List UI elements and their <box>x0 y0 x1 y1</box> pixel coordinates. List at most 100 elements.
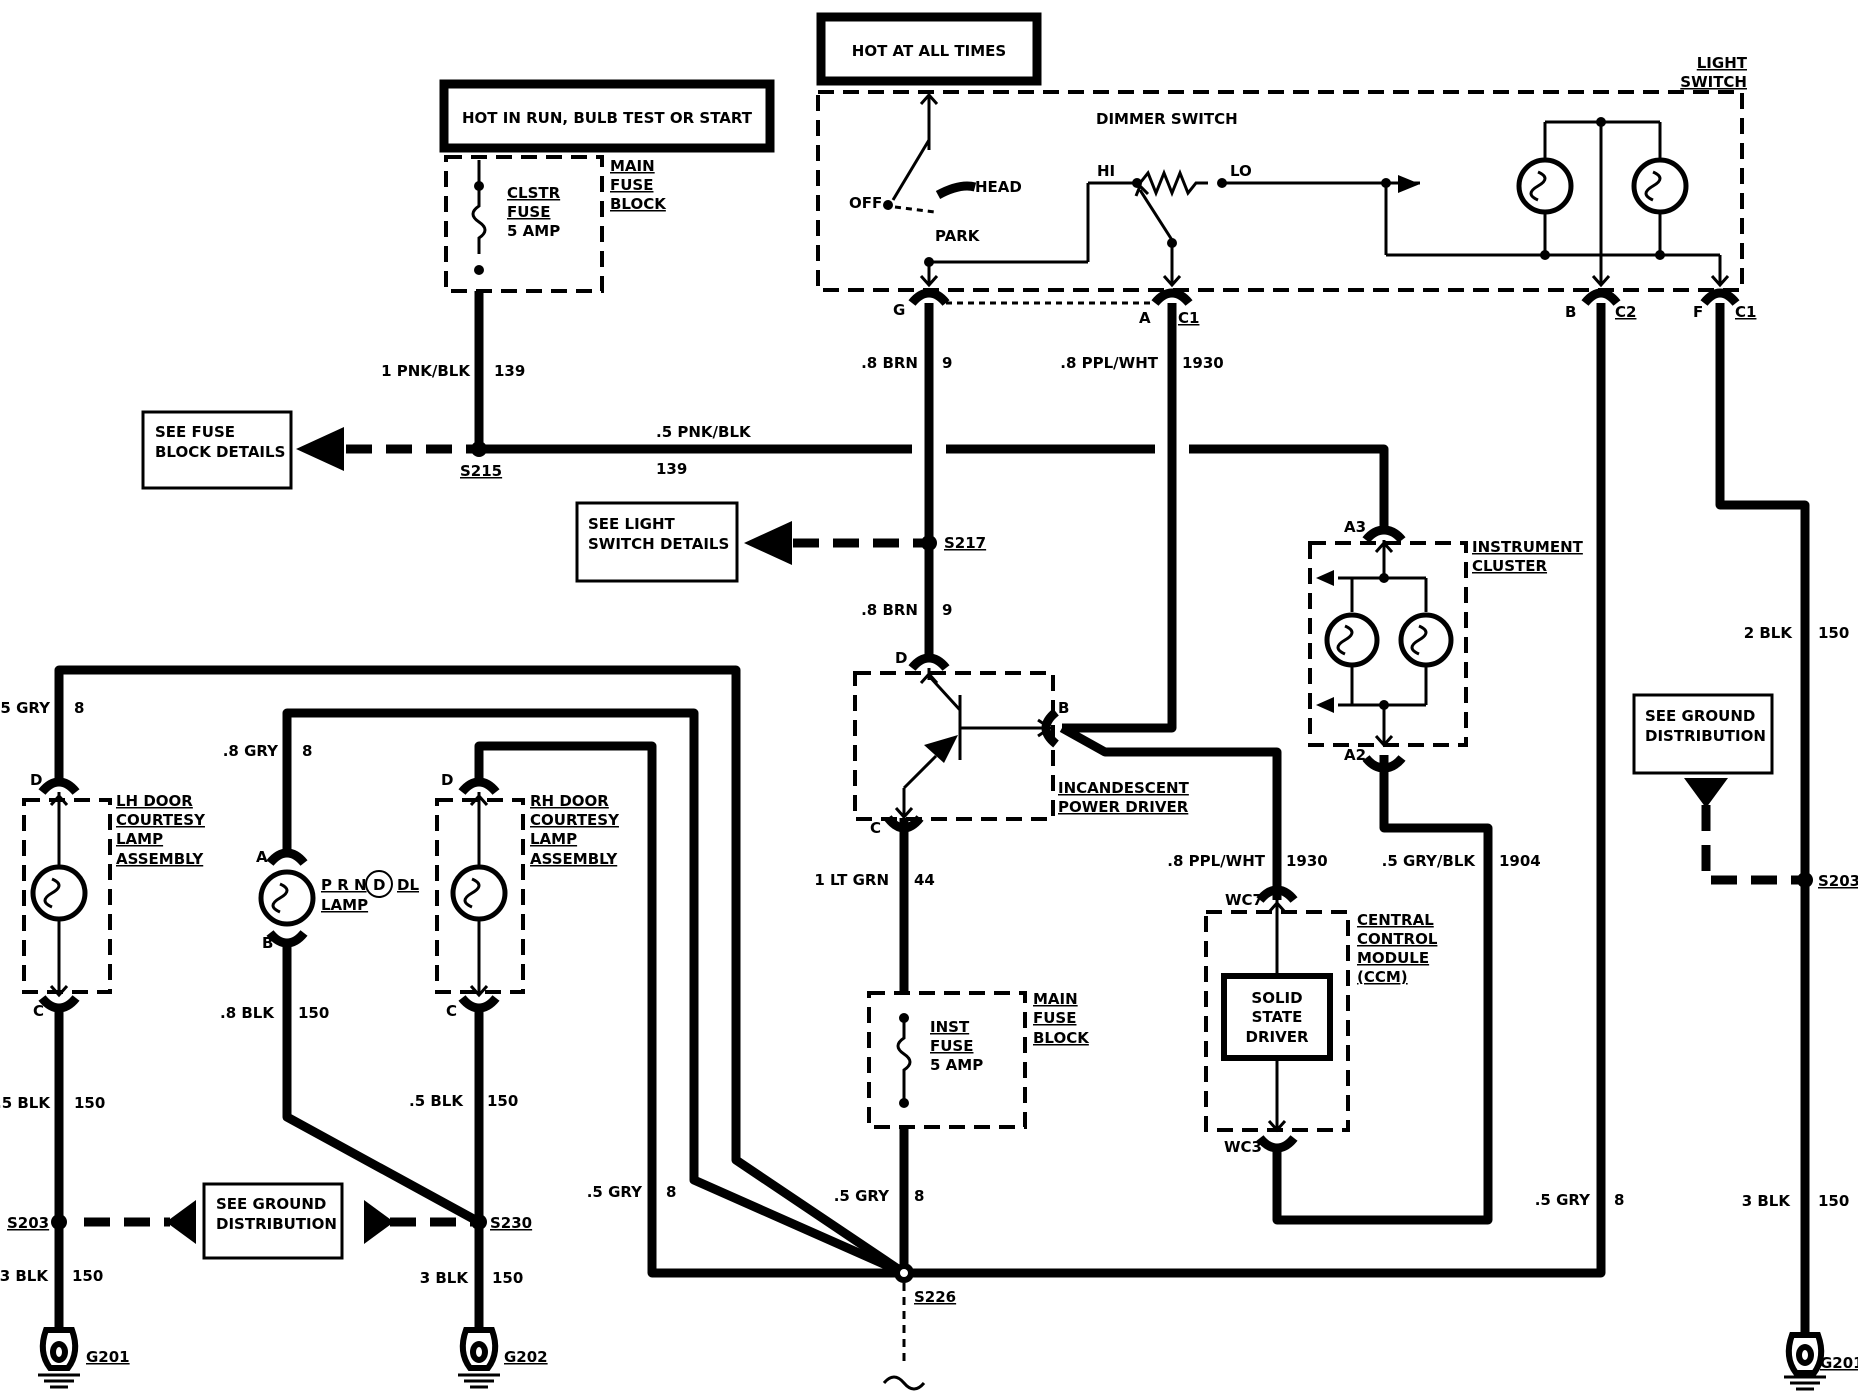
prnd-label-2: LAMP <box>321 896 368 914</box>
lh-label-3: LAMP <box>116 830 163 848</box>
rh-label-1: RH DOOR <box>530 792 609 810</box>
ssd-label-3: DRIVER <box>1246 1028 1309 1046</box>
ground-g201-left-icon <box>38 1310 80 1389</box>
ic-label-1: INSTRUMENT <box>1472 538 1584 556</box>
inst-fuse-icon <box>896 1013 912 1108</box>
wires <box>54 291 1810 1335</box>
wire-150c-label: 150 <box>74 1094 105 1112</box>
hot-in-run-box <box>439 79 775 153</box>
ground-g201-right-icon <box>1784 1332 1826 1391</box>
wire-1930b-label: 1930 <box>1286 852 1328 870</box>
inst-fuse-block <box>867 991 1027 1129</box>
wire-8brn-2-label: .8 BRN <box>861 601 918 619</box>
light-switch-label-2: SWITCH <box>1680 73 1747 91</box>
see-ls-label-2: SWITCH DETAILS <box>588 535 729 553</box>
wire-8-1-label: 8 <box>74 699 84 717</box>
lh-door-lamp-outline <box>22 798 112 994</box>
g202-label: G202 <box>504 1348 548 1366</box>
lh-d-label: D <box>30 771 42 789</box>
see-light-switch-box <box>575 501 739 583</box>
light-switch-connectors <box>908 288 1740 306</box>
ipd-label-2: POWER DRIVER <box>1058 798 1189 816</box>
wire-44-label: 44 <box>914 871 935 889</box>
see-ground-dist-box-right <box>1632 693 1774 775</box>
rh-c-label: C <box>446 1002 457 1020</box>
wire-8-2-label: 8 <box>302 742 312 760</box>
wire-9b-label: 9 <box>942 601 952 619</box>
wire-5gry-1-label: .5 GRY <box>0 699 51 717</box>
hot-in-run-label: HOT IN RUN, BULB TEST OR START <box>462 109 753 127</box>
wire-8-5-label: 8 <box>1614 1191 1624 1209</box>
lh-label-4: ASSEMBLY <box>116 850 204 868</box>
see-gd-label-1: SEE GROUND <box>1645 707 1755 725</box>
lh-door-bulb <box>30 777 88 1013</box>
s217-label: S217 <box>944 534 986 552</box>
connector-c2-label: C2 <box>1615 303 1636 321</box>
wire-5blk-1-label: .5 BLK <box>0 1094 51 1112</box>
main-fuse2-label-3: BLOCK <box>1033 1029 1090 1047</box>
dashed-references <box>84 427 1805 1244</box>
wire-5blk-2-label: .5 BLK <box>409 1092 464 1110</box>
see-fuse-block-box <box>141 410 293 490</box>
main-fuse-label-1: MAIN <box>610 157 655 175</box>
s226-label: S226 <box>914 1288 956 1306</box>
prnd-label-1: P R N <box>321 876 367 894</box>
wire-2blk-label: 2 BLK <box>1744 624 1794 642</box>
hot-at-all-times-box <box>816 12 1042 86</box>
inst-label-3: 5 AMP <box>930 1056 983 1074</box>
wire-150g-label: 150 <box>1818 1192 1849 1210</box>
see-gd2-label-1: SEE GROUND <box>216 1195 326 1213</box>
wire-150f-label: 150 <box>492 1269 523 1287</box>
rh-d-label: D <box>441 771 453 789</box>
wire-150a-label: 150 <box>1818 624 1849 642</box>
ssd-label-1: SOLID <box>1251 989 1302 1007</box>
wire-3blk-3-label: 3 BLK <box>1742 1192 1792 1210</box>
transistor-c-label: C <box>870 819 881 837</box>
wire-8pplwht-1-label: .8 PPL/WHT <box>1060 354 1158 372</box>
main-fuse-label-3: BLOCK <box>610 195 667 213</box>
hot-at-all-times-label: HOT AT ALL TIMES <box>852 42 1006 60</box>
s230-splice <box>471 1214 487 1230</box>
wire-5gry-3-label: .5 GRY <box>834 1187 890 1205</box>
transistor-b-label: B <box>1058 699 1069 717</box>
headlamp-switch-contacts <box>883 92 1730 288</box>
wire-8-3-label: 8 <box>666 1183 676 1201</box>
inst-label-2: FUSE <box>930 1037 973 1055</box>
s203-right-splice <box>1797 872 1813 888</box>
wire-1904-label: 1904 <box>1499 852 1541 870</box>
wire-5pnkblk-label: .5 PNK/BLK <box>656 423 752 441</box>
s203-right-label: S203 <box>1818 872 1858 890</box>
rh-label-4: ASSEMBLY <box>530 850 618 868</box>
a2-label: A2 <box>1344 746 1366 764</box>
wire-1ltgrn-label: 1 LT GRN <box>814 871 889 889</box>
s230-label: S230 <box>490 1214 532 1232</box>
main-fuse2-label-1: MAIN <box>1033 990 1078 1008</box>
wc7-label: WC7 <box>1225 891 1263 909</box>
wire-139a-label: 139 <box>494 362 525 380</box>
ccm-label-2: CONTROL <box>1357 930 1438 948</box>
instrument-cluster-bulbs <box>1316 525 1454 773</box>
see-ground-dist-box-left <box>202 1182 344 1260</box>
ccm-internals <box>1221 885 1333 1153</box>
s203-left-label: S203 <box>7 1214 49 1232</box>
connector-f-label: F <box>1693 303 1703 321</box>
dimmer-switch-label: DIMMER SWITCH <box>1096 110 1238 128</box>
prnd-b-label: B <box>262 934 273 952</box>
wc3-label: WC3 <box>1224 1138 1262 1156</box>
wire-5gryblk-label: .5 GRY/BLK <box>1382 852 1477 870</box>
wire-5gry-2-label: .5 GRY <box>587 1183 643 1201</box>
light-switch-outline <box>816 90 1744 292</box>
clstr-fuse-icon <box>471 160 487 275</box>
rh-label-2: COURTESY <box>530 811 620 829</box>
rh-door-bulb <box>450 777 508 1013</box>
prnd-dl-label: DL <box>397 876 419 894</box>
connector-c1b-label: C1 <box>1735 303 1756 321</box>
power-driver-outline <box>853 671 1055 821</box>
rh-door-lamp-outline <box>435 798 525 994</box>
ccm-label-1: CENTRAL <box>1357 911 1434 929</box>
head-label: HEAD <box>975 178 1022 196</box>
lh-label-1: LH DOOR <box>116 792 193 810</box>
ground-g202-icon <box>458 1310 500 1389</box>
wire-8blk-label: .8 BLK <box>220 1004 275 1022</box>
